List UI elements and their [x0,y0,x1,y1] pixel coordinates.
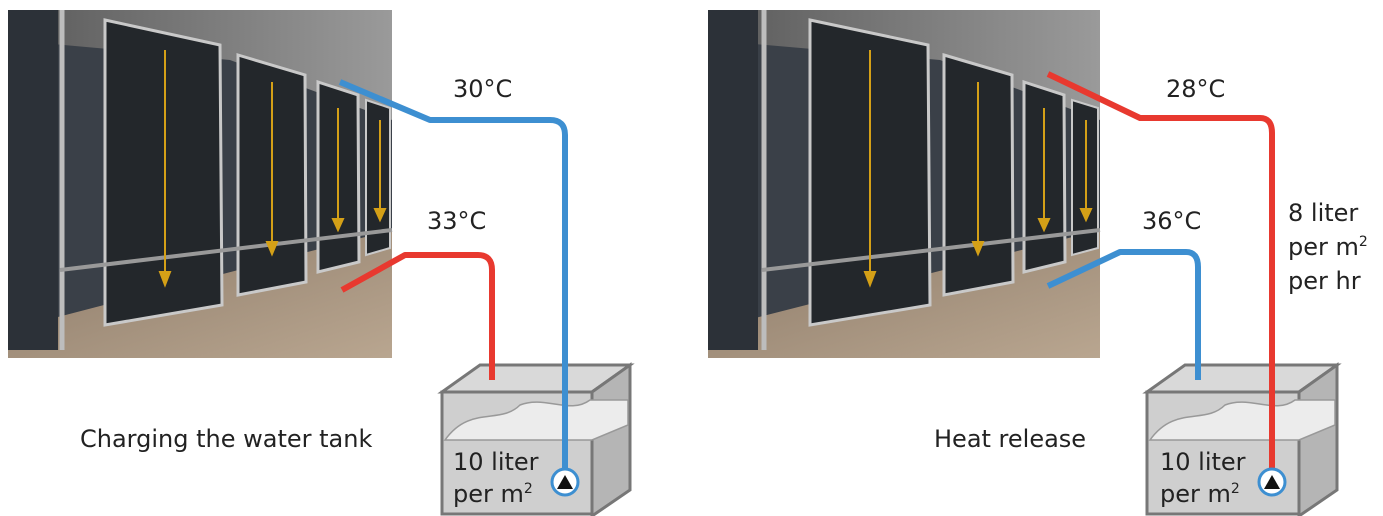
greenhouse-photo [708,10,1101,358]
panel-caption: Heat release [934,425,1087,453]
heat-release-diagram [708,10,1342,516]
tank-capacity-line2: per m2 [453,480,533,508]
cold-pipe-left [338,79,568,470]
airflow-arrows [158,50,387,288]
airflow-arrows [863,50,1093,288]
temp-top-label: 30°C [453,75,513,103]
temp-bottom-label: 33°C [427,207,487,235]
temp-bottom-label: 36°C [1142,207,1202,235]
hot-pipe-right [1046,71,1275,470]
cold-pipe-right [1046,249,1201,380]
temp-top-label: 28°C [1166,75,1226,103]
flow-rate-line2: per m2 [1288,233,1368,261]
pump-icon [550,467,580,497]
heat-release-panel: 28°C 36°C Heat release 10 liter per m2 8… [700,0,1383,516]
flow-rate-line3: per hr [1288,267,1361,295]
flow-rate-line1: 8 liter [1288,199,1359,227]
pump-icon [1257,467,1287,497]
charging-panel: 30°C 33°C Charging the water tank 10 lit… [0,0,690,516]
charging-diagram [8,10,635,516]
tank-capacity-line2: per m2 [1160,480,1240,508]
tank-capacity-line1: 10 liter [1160,448,1246,476]
tank-capacity-line1: 10 liter [453,448,539,476]
greenhouse-photo [8,10,393,358]
panel-caption: Charging the water tank [80,425,373,453]
hot-pipe-left [340,252,495,380]
